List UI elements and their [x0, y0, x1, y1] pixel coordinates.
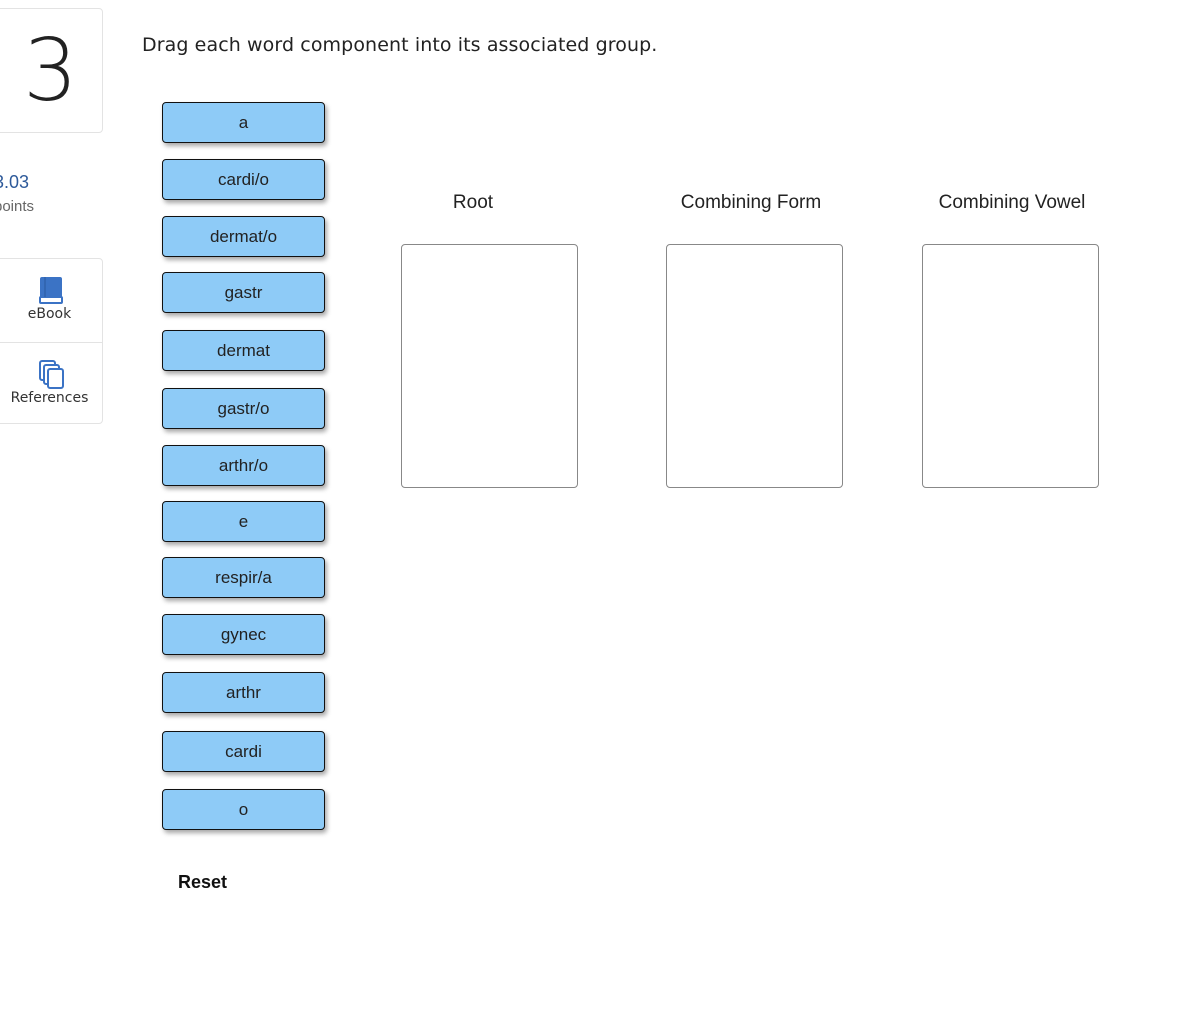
drop-zone-combining-form[interactable]: [666, 244, 843, 488]
chip-a[interactable]: a: [162, 102, 325, 143]
question-prompt: Drag each word component into its associ…: [142, 34, 658, 56]
chip-e[interactable]: e: [162, 501, 325, 542]
group-title-combining-vowel: Combining Vowel: [938, 192, 1086, 213]
chip-arthr[interactable]: arthr: [162, 672, 325, 713]
group-title-root: Root: [452, 192, 494, 213]
ebook-button[interactable]: eBook: [0, 259, 102, 341]
chip-gynec[interactable]: gynec: [162, 614, 325, 655]
points-value: 3.03: [0, 172, 30, 192]
tools-panel: eBook References: [0, 258, 103, 424]
drop-zone-combining-vowel[interactable]: [922, 244, 1099, 488]
ebook-label: eBook: [27, 306, 72, 322]
copy-pages-icon: [37, 359, 65, 389]
group-title-combining-form: Combining Form: [680, 192, 822, 213]
chip-gastr-o[interactable]: gastr/o: [162, 388, 325, 429]
chip-arthr-o[interactable]: arthr/o: [162, 445, 325, 486]
points-label: points: [0, 198, 35, 215]
references-button[interactable]: References: [0, 342, 102, 425]
chip-gastr[interactable]: gastr: [162, 272, 325, 313]
chip-respir-a[interactable]: respir/a: [162, 557, 325, 598]
chip-cardi[interactable]: cardi: [162, 731, 325, 772]
chip-o[interactable]: o: [162, 789, 325, 830]
question-number: 3: [0, 8, 103, 133]
chip-dermat-o[interactable]: dermat/o: [162, 216, 325, 257]
references-label: References: [10, 390, 89, 406]
book-icon: [37, 275, 65, 305]
chip-cardi-o[interactable]: cardi/o: [162, 159, 325, 200]
drop-zone-root[interactable]: [401, 244, 578, 488]
chip-dermat[interactable]: dermat: [162, 330, 325, 371]
reset-button[interactable]: Reset: [178, 872, 228, 892]
